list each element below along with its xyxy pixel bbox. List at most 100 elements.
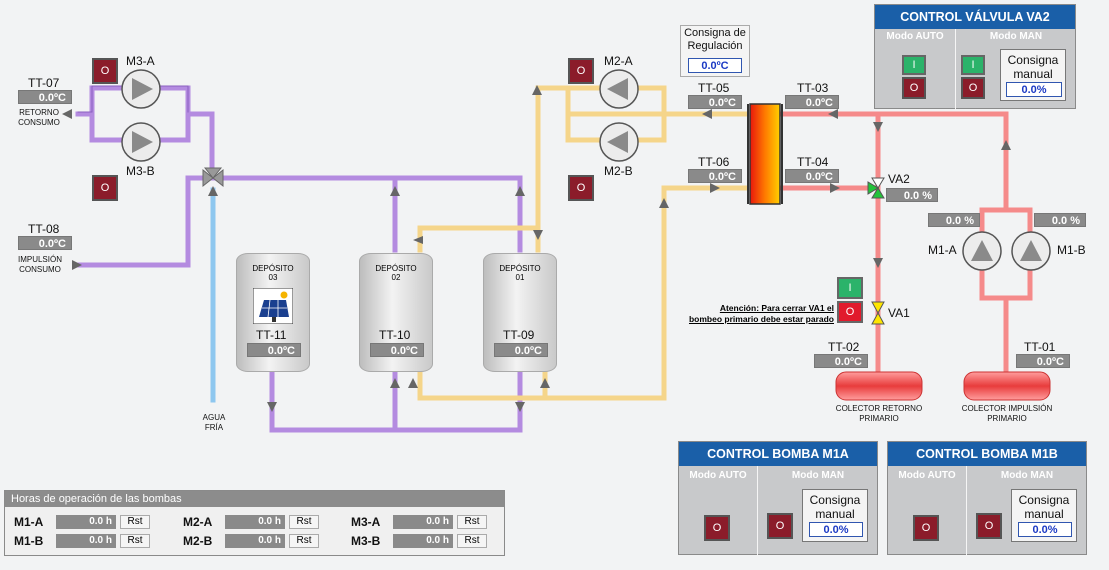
tt06-value: 0.0ºC xyxy=(688,169,742,183)
tt06-label: TT-06 xyxy=(698,155,730,169)
panel-m1a-man-off-button[interactable]: O xyxy=(767,513,793,539)
hours-label-m2b: M2-B xyxy=(183,534,213,548)
va1-on-button[interactable]: I xyxy=(837,277,863,299)
panel-pump-hours: Horas de operación de las bombas M1-A 0.… xyxy=(4,490,505,556)
tt02-value: 0.0ºC xyxy=(814,354,868,368)
panel-va2-auto-off-button[interactable]: O xyxy=(902,77,926,99)
tt01-label: TT-01 xyxy=(1024,340,1056,354)
hours-value-m1a: 0.0 h xyxy=(56,515,116,529)
va2-label: VA2 xyxy=(888,172,910,186)
panel-va2-divider xyxy=(955,29,956,110)
tt10-value: 0.0ºC xyxy=(370,343,424,357)
tt10-label: TT-10 xyxy=(379,328,411,342)
tt07-caption: RETORNO CONSUMO xyxy=(18,108,60,127)
panel-m1a-man-label: Modo MAN xyxy=(791,470,845,481)
panel-m1a-divider xyxy=(757,466,758,556)
hours-label-m1b: M1-B xyxy=(14,534,44,548)
hours-label-m3a: M3-A xyxy=(351,515,381,529)
hours-value-m3a: 0.0 h xyxy=(393,515,453,529)
regulation-label: Consigna de Regulación xyxy=(684,27,746,52)
panel-m1b-consigna-value[interactable]: 0.0% xyxy=(1018,522,1072,537)
pump-m2b-label: M2-B xyxy=(604,164,633,178)
hours-rst-m1a-button[interactable]: Rst xyxy=(120,515,150,529)
panel-va2-man-on-button[interactable]: I xyxy=(961,55,985,75)
panel-control-m1a: CONTROL BOMBA M1A Modo AUTO Modo MAN O O… xyxy=(678,441,878,556)
pump-m3a-off-button[interactable]: O xyxy=(92,58,118,84)
va2-value: 0.0 % xyxy=(886,188,938,202)
tank-02-name: DEPÓSITO 02 xyxy=(375,264,417,282)
hours-value-m3b: 0.0 h xyxy=(393,534,453,548)
tank-03-name: DEPÓSITO 03 xyxy=(252,264,294,282)
panel-m1a-title: CONTROL BOMBA M1A xyxy=(679,442,877,466)
pump-m1b-label: M1-B xyxy=(1057,243,1086,257)
hours-rst-m3b-button[interactable]: Rst xyxy=(457,534,487,548)
panel-va2-consigna-value[interactable]: 0.0% xyxy=(1006,82,1062,97)
tt03-value: 0.0ºC xyxy=(785,95,839,109)
hours-label-m1a: M1-A xyxy=(14,515,44,529)
tt04-label: TT-04 xyxy=(797,155,829,169)
hours-rst-m1b-button[interactable]: Rst xyxy=(120,534,150,548)
tank-01-name: DEPÓSITO 01 xyxy=(499,264,541,282)
tt08-caption: IMPULSIÓN CONSUMO xyxy=(17,255,62,274)
panel-m1a-auto-label: Modo AUTO xyxy=(689,470,747,481)
pump-m3b-label: M3-B xyxy=(126,164,155,178)
hours-value-m2b: 0.0 h xyxy=(225,534,285,548)
tank-deposito-02: DEPÓSITO 02 TT-10 0.0ºC xyxy=(359,253,433,372)
tt04-value: 0.0ºC xyxy=(785,169,839,183)
pump-m3a-label: M3-A xyxy=(126,54,155,68)
tt09-value: 0.0ºC xyxy=(494,343,548,357)
va1-warning: Atención: Para cerrar VA1 el bombeo prim… xyxy=(688,303,834,324)
va1-label: VA1 xyxy=(888,306,910,320)
hours-rst-m2a-button[interactable]: Rst xyxy=(289,515,319,529)
pump-m2b-off-button[interactable]: O xyxy=(568,175,594,201)
panel-va2-auto-label: Modo AUTO xyxy=(886,31,944,42)
tt11-label: TT-11 xyxy=(256,328,287,342)
pump-m1b-icon[interactable] xyxy=(1010,230,1052,272)
panel-m1b-man-label: Modo MAN xyxy=(1000,470,1054,481)
panel-control-va2: CONTROL VÁLVULA VA2 Modo AUTO Modo MAN I… xyxy=(874,4,1076,110)
pump-m3a-icon[interactable] xyxy=(120,68,162,110)
pump-hours-title: Horas de operación de las bombas xyxy=(5,491,504,507)
pump-m3b-icon[interactable] xyxy=(120,121,162,163)
hours-rst-m3a-button[interactable]: Rst xyxy=(457,515,487,529)
colector-impulsion-label: COLECTOR IMPULSIÓN PRIMARIO xyxy=(961,404,1053,423)
tt01-value: 0.0ºC xyxy=(1016,354,1070,368)
tt05-value: 0.0ºC xyxy=(688,95,742,109)
pump-m2a-icon[interactable] xyxy=(598,68,640,110)
tt07-value: 0.0ºC xyxy=(18,90,72,104)
panel-m1b-auto-off-button[interactable]: O xyxy=(913,515,939,541)
tt05-label: TT-05 xyxy=(698,81,730,95)
pump-m1a-value: 0.0 % xyxy=(928,213,980,227)
panel-m1a-auto-off-button[interactable]: O xyxy=(704,515,730,541)
pump-m3b-off-button[interactable]: O xyxy=(92,175,118,201)
tt11-value: 0.0ºC xyxy=(247,343,301,357)
tt07-label: TT-07 xyxy=(28,76,60,90)
tank-deposito-01: DEPÓSITO 01 TT-09 0.0ºC xyxy=(483,253,557,372)
colector-retorno-label: COLECTOR RETORNO PRIMARIO xyxy=(835,404,923,423)
agua-fria-label: AGUA FRÍA xyxy=(202,413,226,432)
regulation-value[interactable]: 0.0ºC xyxy=(688,58,742,73)
panel-control-m1b: CONTROL BOMBA M1B Modo AUTO Modo MAN O O… xyxy=(887,441,1087,556)
hours-value-m2a: 0.0 h xyxy=(225,515,285,529)
hours-value-m1b: 0.0 h xyxy=(56,534,116,548)
hours-label-m3b: M3-B xyxy=(351,534,381,548)
pump-m2a-label: M2-A xyxy=(604,54,633,68)
panel-m1b-auto-label: Modo AUTO xyxy=(898,470,956,481)
panel-m1b-man-off-button[interactable]: O xyxy=(976,513,1002,539)
hours-label-m2a: M2-A xyxy=(183,515,213,529)
tt09-label: TT-09 xyxy=(503,328,535,342)
panel-va2-auto-on-button[interactable]: I xyxy=(902,55,926,75)
pump-m1a-icon[interactable] xyxy=(961,230,1003,272)
pump-m1a-label: M1-A xyxy=(928,243,957,257)
panel-m1a-consigna-value[interactable]: 0.0% xyxy=(809,522,863,537)
pump-m2a-off-button[interactable]: O xyxy=(568,58,594,84)
panel-va2-man-off-button[interactable]: O xyxy=(961,77,985,99)
hours-rst-m2b-button[interactable]: Rst xyxy=(289,534,319,548)
tt03-label: TT-03 xyxy=(797,81,829,95)
pump-m2b-icon[interactable] xyxy=(598,121,640,163)
pump-m1b-value: 0.0 % xyxy=(1034,213,1086,227)
panel-va2-title: CONTROL VÁLVULA VA2 xyxy=(875,5,1075,29)
solar-panel-icon xyxy=(253,288,293,324)
va1-off-button[interactable]: O xyxy=(837,301,863,323)
